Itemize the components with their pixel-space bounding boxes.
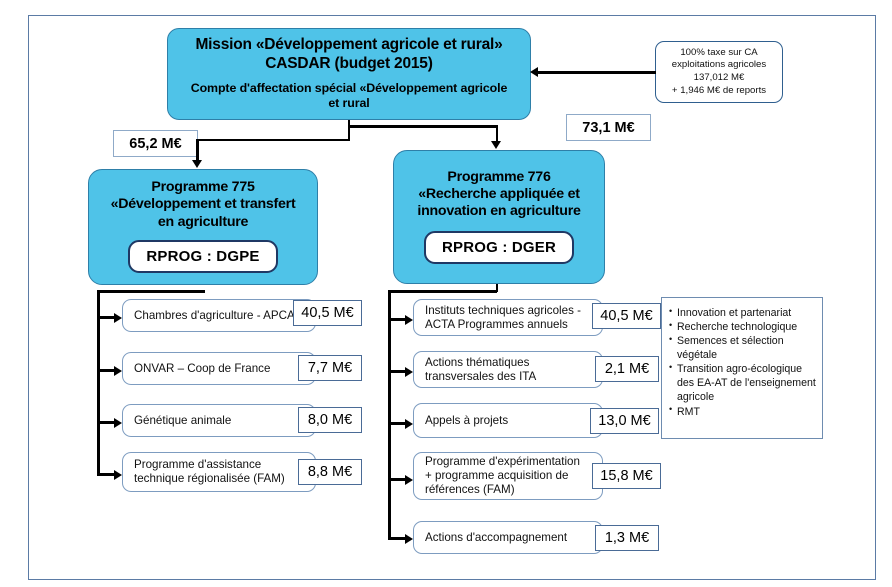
- theme-item-3: Semences et sélection végétale: [669, 334, 816, 362]
- item-776-4: Programme d'expérimentation + programme …: [413, 452, 603, 500]
- mission-subtitle-line1: Compte d'affectation spécial «Développem…: [190, 80, 508, 95]
- item-775-3: Génétique animale: [122, 404, 316, 437]
- theme-item-1: Innovation et partenariat: [669, 305, 816, 320]
- connector-776-branch-3: [388, 422, 408, 425]
- arrow-776-branch-5: [405, 533, 413, 544]
- arrow-to-776: [491, 141, 502, 149]
- funding-source-box: 100% taxe sur CA exploitations agricoles…: [655, 41, 783, 103]
- item-775-3-label: Génétique animale: [134, 413, 232, 427]
- item-776-1-label-line1: Instituts techniques agricoles -: [425, 303, 581, 317]
- item-775-4-amount: 8,8 M€: [298, 459, 362, 485]
- connector-776-branch-2: [388, 370, 408, 373]
- connector-775-trunk-top: [97, 290, 205, 293]
- item-776-4-amount: 15,8 M€: [592, 463, 661, 489]
- themes-panel: Innovation et partenariat Recherche tech…: [661, 297, 823, 439]
- mission-title-line1: Mission «Développement agricole et rural…: [195, 36, 503, 54]
- item-775-2-label: ONVAR – Coop de France: [134, 361, 271, 375]
- programme-776-title: Programme 776 «Recherche appliquée et in…: [417, 169, 580, 221]
- arrow-775-branch-1: [114, 312, 122, 323]
- arrow-775-branch-4: [114, 469, 122, 480]
- connector-776-branch-4: [388, 478, 408, 481]
- arrow-to-775: [191, 160, 202, 168]
- programme-775-box: Programme 775 «Développement et transfer…: [88, 169, 318, 285]
- programme-776-box: Programme 776 «Recherche appliquée et in…: [393, 150, 605, 284]
- arrow-776-branch-2: [405, 366, 413, 377]
- programme-776-title-line2: «Recherche appliquée et: [418, 185, 580, 202]
- mission-title: Mission «Développement agricole et rural…: [195, 36, 502, 74]
- connector-775-branch-1: [97, 316, 117, 319]
- item-776-1-amount: 40,5 M€: [592, 303, 661, 329]
- connector-775-branch-4: [97, 473, 117, 476]
- item-775-1-label: Chambres d'agriculture - APCA: [134, 308, 295, 322]
- item-776-5: Actions d'accompagnement: [413, 521, 603, 554]
- funding-line-4: + 1,946 M€ de reports: [671, 84, 767, 96]
- item-775-2-amount: 7,7 M€: [298, 355, 362, 381]
- item-776-1: Instituts techniques agricoles - ACTA Pr…: [413, 299, 603, 336]
- arrow-775-branch-3: [114, 417, 122, 428]
- item-775-2: ONVAR – Coop de France: [122, 352, 316, 385]
- arrow-776-branch-4: [405, 474, 413, 485]
- programme-775-title-line3: en agriculture: [157, 213, 249, 230]
- theme-item-5: RMT: [669, 404, 816, 419]
- programme-775-rprog: RPROG : DGPE: [128, 239, 278, 273]
- item-776-3: Appels à projets: [413, 403, 603, 438]
- funding-line-3: 137,012 M€: [693, 72, 745, 83]
- programme-776-title-line1: Programme 776: [447, 168, 551, 185]
- arrow-775-branch-2: [114, 365, 122, 376]
- item-775-1: Chambres d'agriculture - APCA: [122, 299, 316, 332]
- themes-list: Innovation et partenariat Recherche tech…: [669, 305, 816, 419]
- item-775-4-label-line2: technique régionalisée (FAM): [134, 472, 285, 485]
- connector-to-775: [196, 138, 199, 163]
- mission-title-line2: CASDAR (budget 2015): [265, 55, 433, 72]
- arrow-funding-to-mission: [530, 66, 538, 77]
- connector-775-branch-3: [97, 421, 117, 424]
- item-776-2: Actions thématiques transversales des IT…: [413, 351, 603, 388]
- item-776-2-amount: 2,1 M€: [595, 356, 659, 382]
- funding-line-2: exploitations agricoles: [671, 59, 767, 71]
- item-776-3-label: Appels à projets: [425, 413, 509, 427]
- programme-775-title: Programme 775 «Développement et transfer…: [111, 179, 296, 231]
- mission-subtitle: Compte d'affectation spécial «Développem…: [191, 81, 508, 112]
- item-775-4: Programme d'assistance technique régiona…: [122, 452, 316, 492]
- programme-775-title-line2: «Développement et transfert: [110, 196, 296, 213]
- item-776-4-label-line1: Programme d'expérimentation: [425, 455, 580, 469]
- connector-funding-to-mission: [538, 71, 656, 74]
- funding-line-1: 100% taxe sur CA: [680, 46, 758, 58]
- connector-776-trunk-top: [388, 290, 497, 293]
- connector-mission-branch-left: [196, 138, 349, 142]
- mission-subtitle-line2: et rural: [328, 96, 370, 111]
- connector-775-trunk: [97, 290, 100, 476]
- item-775-4-label-line1: Programme d'assistance: [134, 458, 262, 472]
- item-776-5-amount: 1,3 M€: [595, 525, 659, 551]
- arrow-776-branch-1: [405, 314, 413, 325]
- item-775-1-amount: 40,5 M€: [293, 300, 362, 326]
- item-776-4-label-line3: références (FAM): [425, 482, 515, 496]
- item-776-2-label-line1: Actions thématiques: [425, 355, 530, 369]
- allocation-amount-775: 65,2 M€: [113, 130, 198, 157]
- connector-776-trunk: [388, 290, 391, 540]
- connector-to-776: [495, 125, 499, 143]
- connector-mission-trunk: [347, 120, 351, 141]
- item-776-4-label-line2: + programme acquisition de: [425, 469, 569, 483]
- connector-776-branch-1: [388, 318, 408, 321]
- item-776-2-label-line2: transversales des ITA: [425, 369, 537, 383]
- theme-item-2: Recherche technologique: [669, 320, 816, 334]
- item-776-1-label-line2: ACTA Programmes annuels: [425, 317, 568, 331]
- programme-775-title-line1: Programme 775: [151, 179, 255, 196]
- connector-776-branch-5: [388, 537, 408, 540]
- arrow-776-branch-3: [405, 418, 413, 429]
- connector-775-branch-2: [97, 369, 117, 372]
- mission-box: Mission «Développement agricole et rural…: [167, 28, 531, 120]
- programme-776-title-line3: innovation en agriculture: [417, 203, 581, 220]
- theme-item-4: Transition agro-écologique des EA-AT de …: [669, 362, 816, 404]
- connector-776-drop: [495, 284, 499, 292]
- item-775-3-amount: 8,0 M€: [298, 407, 362, 433]
- item-776-5-label: Actions d'accompagnement: [425, 530, 568, 544]
- programme-776-rprog: RPROG : DGER: [423, 231, 575, 265]
- connector-mission-branch-right: [347, 125, 498, 128]
- item-776-3-amount: 13,0 M€: [590, 408, 659, 434]
- allocation-amount-776: 73,1 M€: [566, 114, 651, 141]
